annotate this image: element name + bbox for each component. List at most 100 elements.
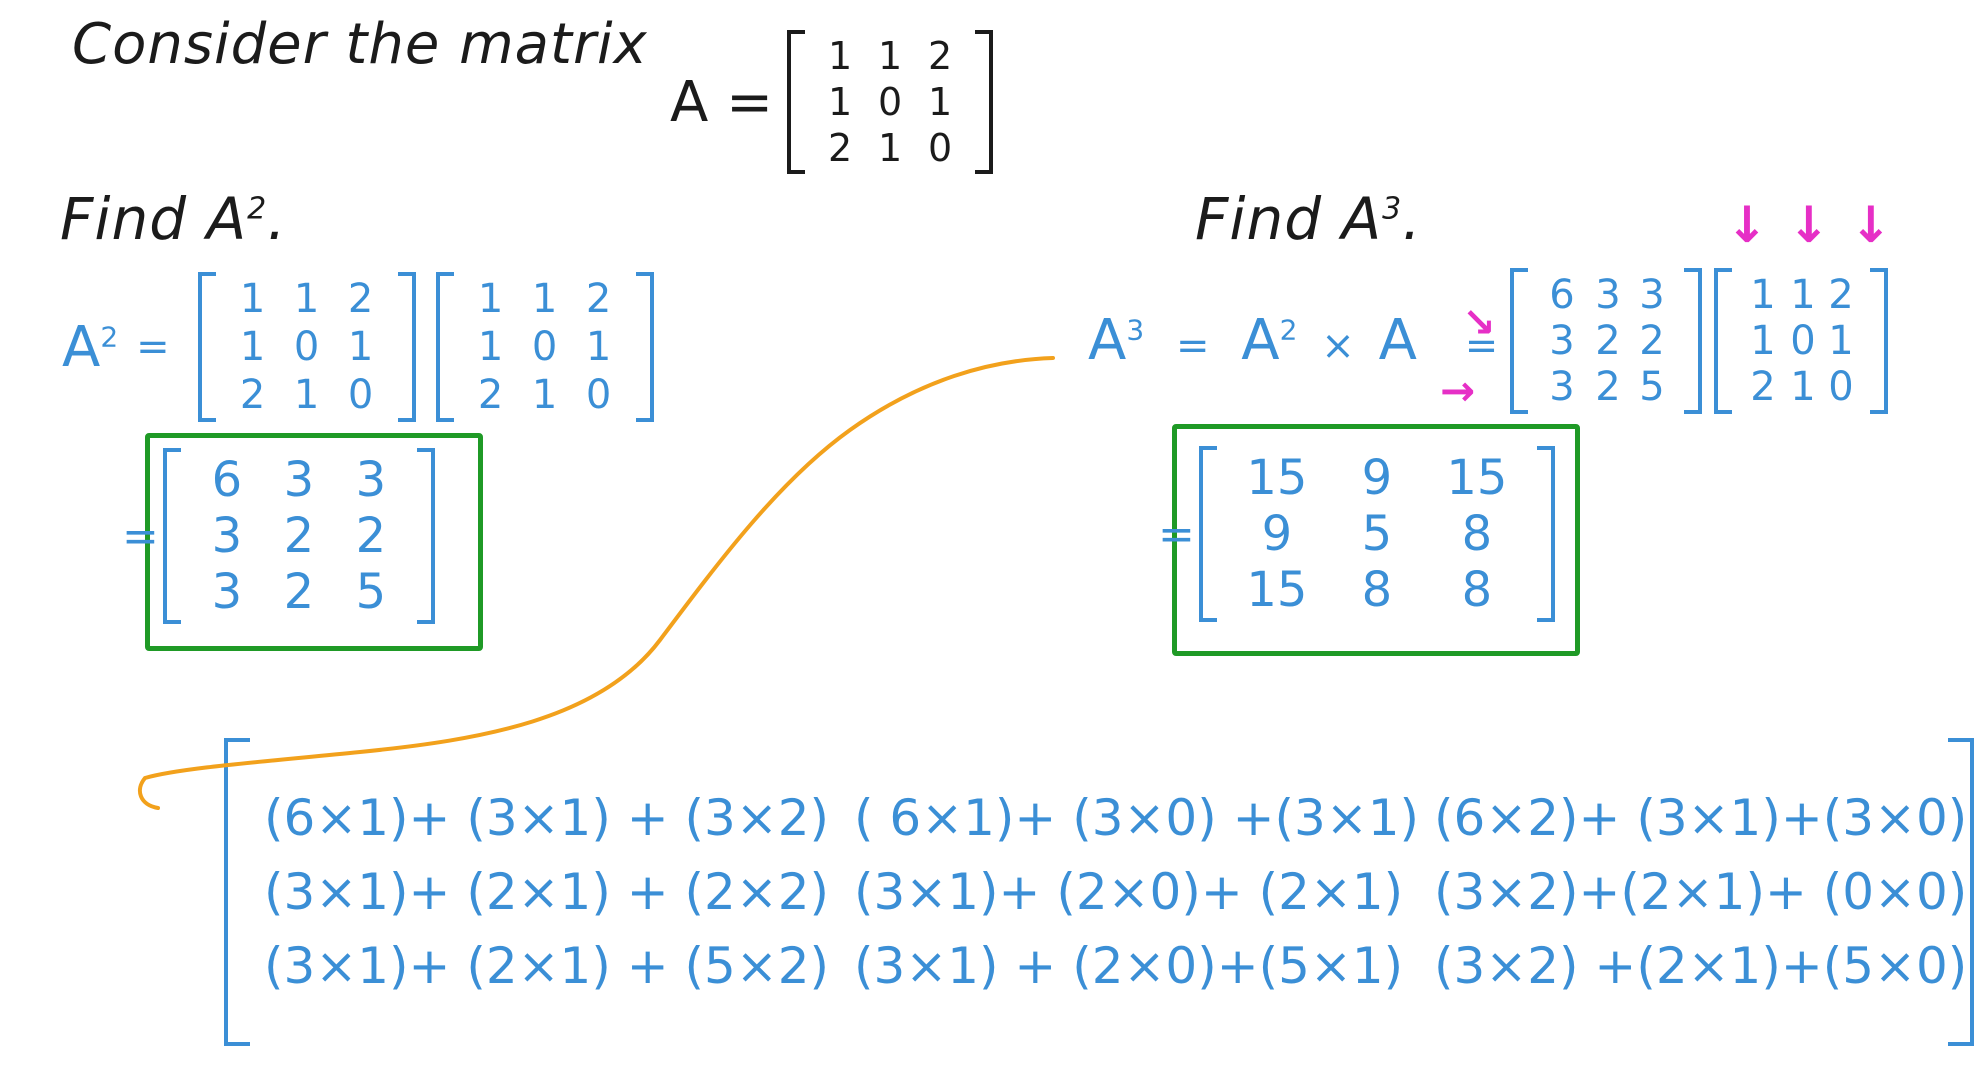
matrix-cell: 3 [1595,272,1621,318]
matrix-cell: 1 [927,80,953,124]
a3-result-highlight-box [1172,424,1580,656]
expansion-cell: (3×1)+ (2×0)+ (2×1) [854,863,1404,921]
matrix-cell: 2 [1595,364,1621,410]
a3-factor-2: 1 1 2 1 0 1 2 1 0 [1732,268,1870,414]
a3-lhs: A3 [1088,308,1145,373]
matrix-cell: 2 [927,34,953,78]
find-a3-dot: . [1402,185,1422,253]
find-a3-text: Find A [1195,185,1383,253]
bracket-left [1714,268,1732,414]
matrix-cell: 15 [1246,562,1308,618]
matrix-cell: 0 [585,372,612,418]
matrix-cell: 3 [355,452,387,508]
matrix-cell: 2 [347,276,374,322]
a3-result-equals: = [1158,508,1195,560]
a2-result-matrix: 6 3 3 3 2 2 3 2 5 [181,448,417,624]
a2-factor-2: 1 1 2 1 0 1 2 1 0 [454,272,636,422]
arrow-right-icon: → [1440,366,1476,415]
a3-result-matrix: 15 9 15 9 5 8 15 8 8 [1217,446,1537,622]
find-a3-heading: Find A3. [1195,185,1422,253]
bracket-left [224,738,250,1046]
matrix-cell: 5 [1639,364,1665,410]
matrix-cell: 2 [1595,318,1621,364]
a3-equals: = [1175,323,1210,369]
times-symbol: × [1321,323,1355,369]
matrix-cell: 8 [1361,562,1393,618]
expansion-cell: (3×2) +(2×1)+(5×0) [1434,937,1968,995]
expansion-cell: (3×1)+ (2×1) + (2×2) [264,863,830,921]
a2-result-equals: = [122,510,159,562]
matrix-cell: 9 [1261,506,1293,562]
matrix-cell: 0 [1828,364,1854,410]
matrix-cell: 1 [531,372,558,418]
matrix-cell: 15 [1246,450,1308,506]
find-a2-sup: 2 [247,191,268,227]
a2-factor-1: 1 1 2 1 0 1 2 1 0 [216,272,398,422]
matrix-cell: 3 [1549,364,1575,410]
a3-expansion: (6×1)+ (3×1) + (3×2) ( 6×1)+ (3×0) +(3×1… [224,738,1974,1046]
expansion-cell: (6×1)+ (3×1) + (3×2) [264,789,830,847]
a2-product-expression: A2 = 1 1 2 1 0 1 2 1 0 1 1 2 1 0 1 2 1 0 [62,272,654,422]
matrix-cell: 2 [1750,364,1776,410]
find-a2-heading: Find A2. [60,185,287,253]
matrix-a-definition: A = 1 1 2 1 0 1 2 1 0 [670,30,994,174]
a3-mid2: A [1378,308,1417,373]
matrix-cell: 0 [293,324,320,370]
matrix-cell: 5 [1361,506,1393,562]
matrix-cell: 2 [355,508,387,564]
a3-expression: A3 = A2 × A = [1088,308,1498,373]
matrix-cell: 8 [1461,562,1493,618]
matrix-cell: 3 [1639,272,1665,318]
matrix-cell: 1 [1790,272,1816,318]
expansion-cell: (6×2)+ (3×1)+(3×0) [1434,789,1968,847]
matrix-cell: 0 [927,126,953,170]
matrix-cell: 0 [531,324,558,370]
a3-product-factors: 6 3 3 3 2 2 3 2 5 1 1 2 1 0 1 2 1 0 [1510,268,1888,414]
matrix-cell: 1 [477,324,504,370]
arrow-down-icon: ↓ [1726,196,1768,254]
matrix-cell: 2 [1828,272,1854,318]
matrix-cell: 0 [1790,318,1816,364]
matrix-cell: 2 [477,372,504,418]
matrix-cell: 1 [239,276,266,322]
expansion-cell: (3×1) + (2×0)+(5×1) [854,937,1404,995]
matrix-cell: 2 [1639,318,1665,364]
a3-expansion-grid: (6×1)+ (3×1) + (3×2) ( 6×1)+ (3×0) +(3×1… [250,787,1968,997]
matrix-cell: 2 [585,276,612,322]
a2-equals: = [136,324,170,370]
a3-equals-2: = [1464,323,1499,369]
arrow-down-icon: ↓ [1849,196,1892,254]
matrix-cell: 1 [877,34,903,78]
matrix-cell: 5 [355,564,387,620]
expansion-cell: ( 6×1)+ (3×0) +(3×1) [854,789,1420,847]
matrix-cell: 1 [239,324,266,370]
matrix-cell: 0 [347,372,374,418]
matrix-cell: 2 [827,126,853,170]
bracket-right [397,272,416,422]
a2-lhs: A2 [62,314,119,380]
a3-mid: A2 [1241,308,1298,373]
bracket-left [162,448,181,624]
arrow-diagonal-icon: ↘ [1462,300,1496,346]
matrix-cell: 1 [877,126,903,170]
matrix-cell: 8 [1461,506,1493,562]
bracket-right [635,272,654,422]
find-a3-sup: 3 [1382,191,1403,227]
expansion-cell: (3×2)+(2×1)+ (0×0) [1434,863,1968,921]
bracket-left [197,272,216,422]
bracket-left [435,272,454,422]
bracket-right [975,30,994,174]
bracket-right [1948,738,1974,1046]
matrix-cell: 1 [1790,364,1816,410]
matrix-cell: 9 [1361,450,1393,506]
a2-result: = 6 3 3 3 2 2 3 2 5 [122,448,435,624]
matrix-cell: 1 [1828,318,1854,364]
matrix-cell: 1 [293,372,320,418]
matrix-cell: 1 [531,276,558,322]
bracket-right [416,448,435,624]
bracket-left [787,30,806,174]
matrix-cell: 6 [211,452,243,508]
page-title: Consider the matrix [72,12,648,77]
matrix-cell: 2 [283,508,315,564]
bracket-right [1870,268,1888,414]
